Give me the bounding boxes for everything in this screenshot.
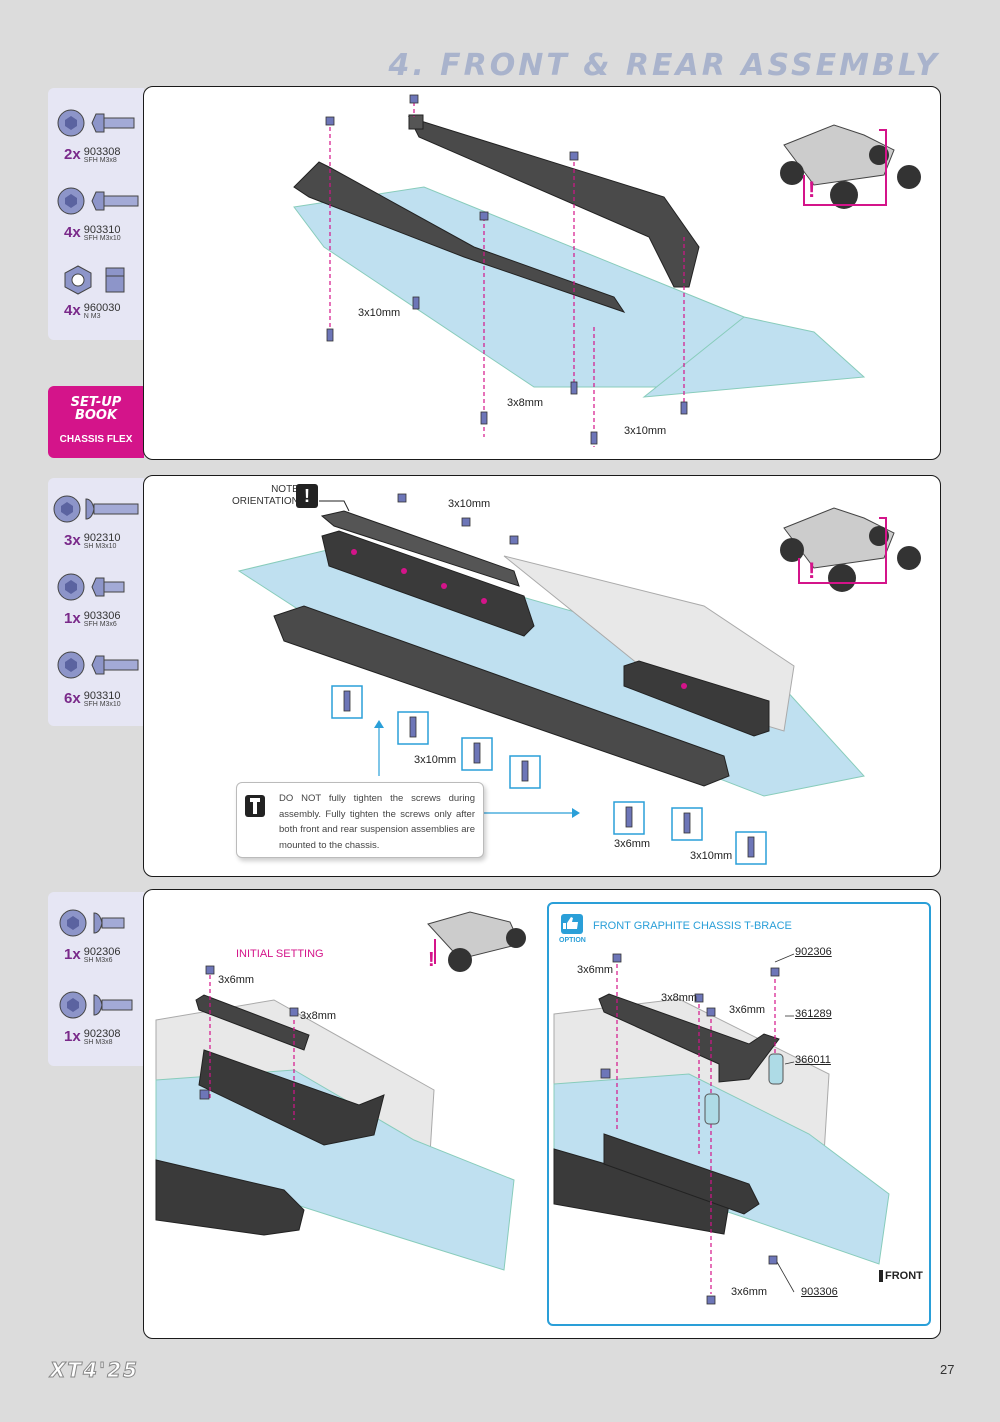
part-spec: SFH M3x10 (83, 701, 121, 708)
screw-size-label: 3x6mm (729, 1004, 766, 1016)
step1-panel: ! 3x10mm 3x8mm 3x10mm (143, 86, 941, 460)
page-title: 4. FRONT & REAR ASSEMBLY (388, 48, 940, 83)
part-qty: 1x (64, 1028, 81, 1045)
button-head-screw-icon (59, 909, 125, 937)
part-qty: 1x (64, 610, 81, 627)
step3-initial-illustration (144, 890, 515, 1338)
part-qty: 2x (64, 146, 81, 163)
screw-size-label: 3x6mm (731, 1286, 768, 1298)
hex-nut-icon (64, 265, 125, 295)
part-code: 903308 (83, 146, 121, 158)
screw-size-label: 3x8mm (507, 397, 544, 409)
part-spec: SFH M3x6 (83, 621, 117, 628)
part-code: 903310 (83, 224, 121, 236)
buggy-thumbnail-icon: ! (780, 507, 921, 592)
part-spec: SFH M3x10 (83, 235, 121, 242)
option-t-brace-box: OPTION FRONT GRAPHITE CHASSIS T-BRACE 3x… (547, 902, 931, 1326)
page-number: 27 (940, 1362, 955, 1377)
screw-size-label: 3x10mm (414, 754, 457, 766)
flat-head-screw-icon (57, 573, 125, 601)
step3-panel: ! INITIAL SETTING 3x6mm 3x8mm (143, 889, 941, 1339)
screw-size-label: 3x10mm (690, 850, 733, 862)
front-direction-label: FRONT (879, 1270, 923, 1282)
part-number-label: 366011 (795, 1054, 831, 1066)
part-code: 902306 (83, 946, 121, 958)
flat-head-screw-icon (57, 109, 135, 137)
button-head-screw-icon (53, 495, 139, 523)
step1-chassis-illustration (293, 94, 866, 447)
screw-size-label: 3x10mm (448, 498, 491, 510)
warning-text: DO NOT fully tighten the screws during a… (279, 793, 475, 851)
option-t-brace-illustration (553, 953, 890, 1305)
flat-head-screw-icon (57, 651, 139, 679)
part-number-label: 903306 (801, 1286, 838, 1298)
wrench-warning-icon (245, 795, 265, 817)
buggy-thumbnail-icon: ! (780, 124, 921, 209)
buggy-rear-thumbnail-icon: ! (427, 911, 526, 972)
part-spec: SH M3x8 (83, 1039, 113, 1046)
step2-chassis-illustration (237, 493, 865, 865)
screw-size-label: 3x6mm (614, 838, 651, 850)
part-spec: SH M3x6 (83, 957, 113, 964)
part-number-label: 361289 (795, 1008, 832, 1020)
warning-callout: DO NOT fully tighten the screws during a… (236, 782, 484, 858)
step2-panel: ! NOTE ORIENTATION ! 3x10mm 3x10mm 3x6mm… (143, 475, 941, 877)
svg-text:!: ! (808, 177, 815, 202)
part-qty: 1x (64, 946, 81, 963)
part-qty: 6x (64, 690, 81, 707)
part-spec: SFH M3x8 (83, 157, 117, 164)
setup-book-badge: SET-UP BOOK CHASSIS FLEX (48, 386, 144, 458)
option-badge: OPTION (559, 937, 586, 944)
part-code: 903306 (83, 610, 121, 622)
part-code: 902310 (83, 532, 121, 544)
initial-setting-label: INITIAL SETTING (236, 948, 324, 960)
part-spec: N M3 (83, 313, 101, 320)
screw-size-label: 3x10mm (624, 425, 667, 437)
svg-text:!: ! (808, 558, 815, 583)
thumbs-up-icon (561, 914, 583, 934)
flat-head-screw-icon (57, 187, 139, 215)
part-spec: SH M3x10 (83, 543, 117, 550)
part-qty: 4x (64, 224, 81, 241)
note-orientation: NOTE ORIENTATION (232, 484, 299, 507)
option-title: FRONT GRAPHITE CHASSIS T-BRACE (593, 920, 792, 932)
footer-logo: XT4'25 (50, 1358, 139, 1383)
part-number-label: 902306 (795, 946, 832, 958)
part-qty: 4x (64, 302, 81, 319)
screw-size-label: 3x6mm (218, 974, 255, 986)
button-head-screw-icon (59, 991, 133, 1019)
part-code: 903310 (83, 690, 121, 702)
screw-size-label: 3x6mm (577, 964, 614, 976)
part-qty: 3x (64, 532, 81, 549)
screw-size-label: 3x8mm (661, 992, 698, 1004)
screw-size-label: 3x8mm (300, 1010, 337, 1022)
note-icon: ! (296, 484, 318, 508)
part-code: 960030 (83, 302, 121, 314)
screw-size-label: 3x10mm (358, 307, 401, 319)
svg-text:!: ! (428, 949, 435, 971)
part-code: 902308 (83, 1028, 121, 1040)
